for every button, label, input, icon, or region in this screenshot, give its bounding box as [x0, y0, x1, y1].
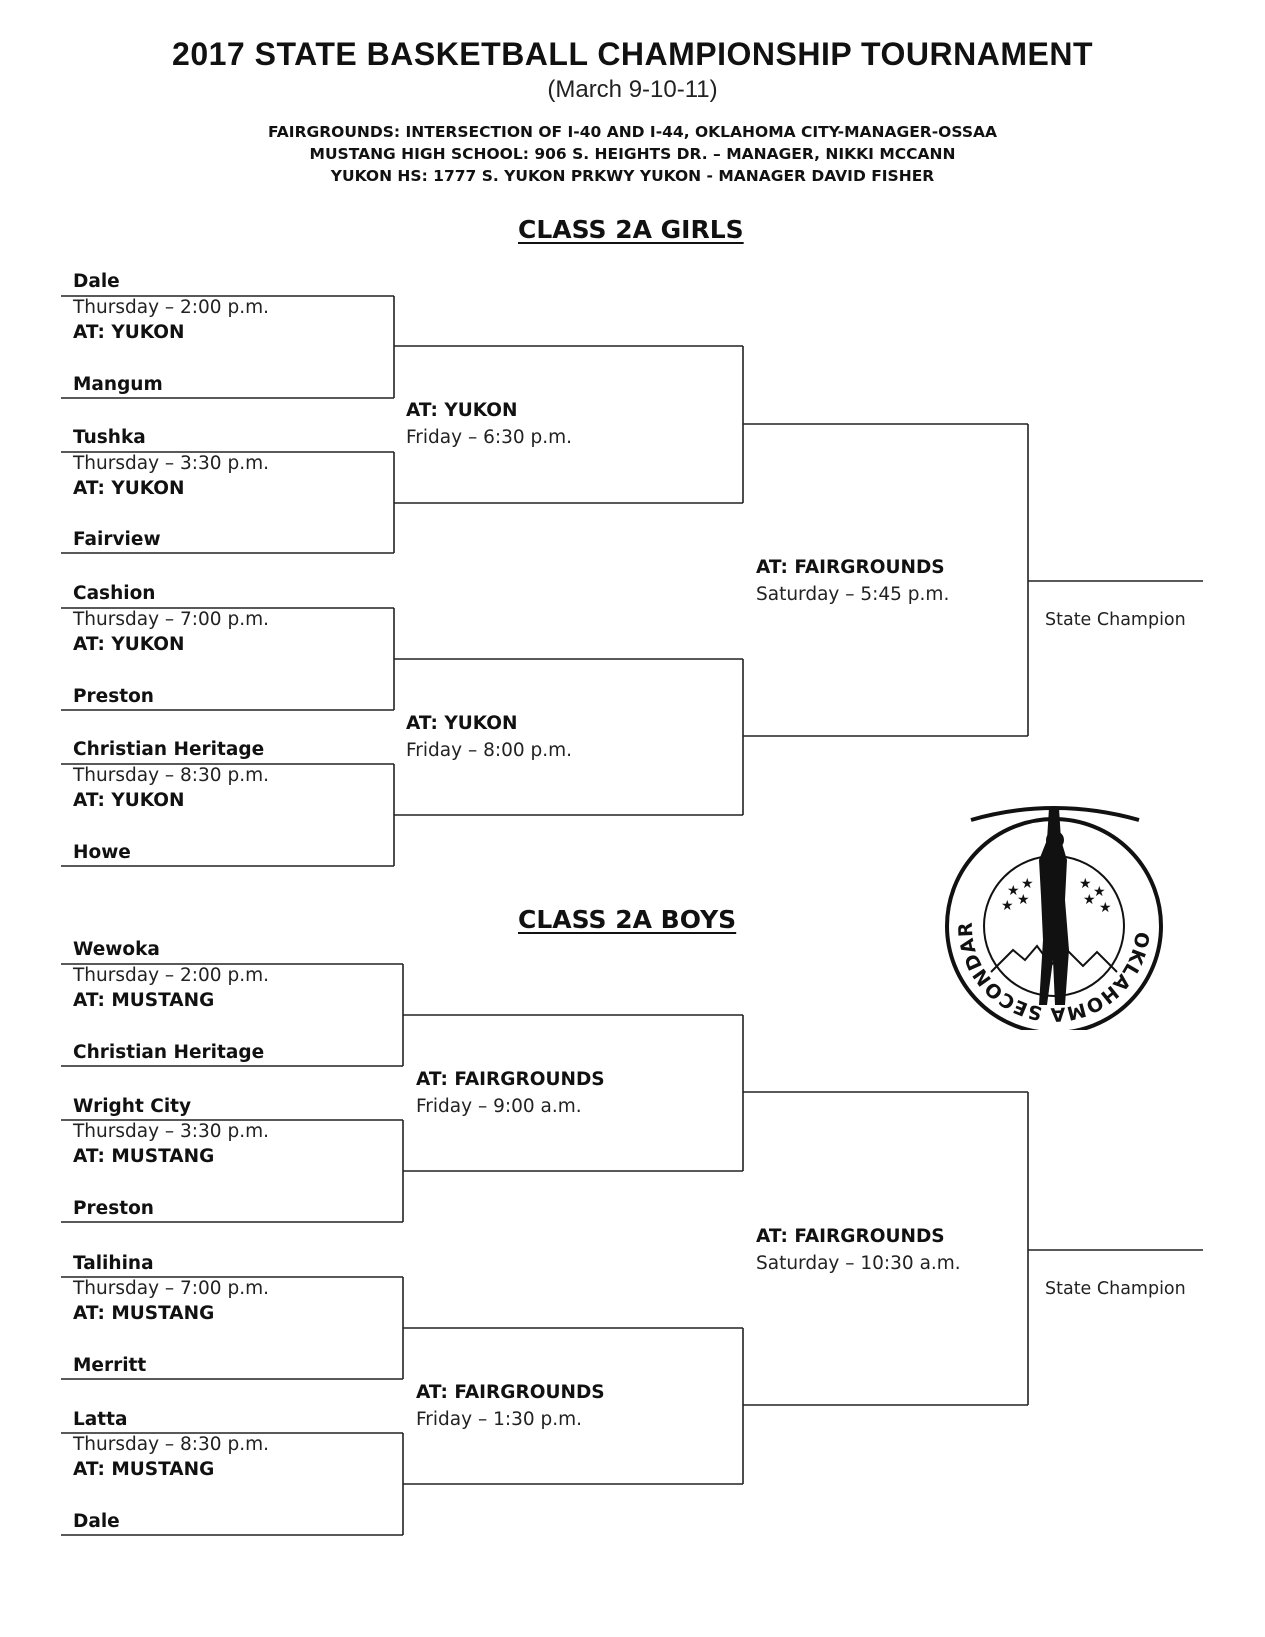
- boys-g2-time: Thursday – 3:30 p.m.: [73, 1121, 269, 1142]
- girls-g1-team-top: Dale: [73, 271, 120, 292]
- svg-text:★: ★: [1007, 883, 1020, 899]
- girls-g4-location: AT: YUKON: [73, 790, 185, 811]
- girls-g2-time: Thursday – 3:30 p.m.: [73, 453, 269, 474]
- boys-g3-team-top: Talihina: [73, 1253, 154, 1274]
- girls-g3-team-top: Cashion: [73, 583, 156, 604]
- boys-semi2-time: Friday – 1:30 p.m.: [416, 1409, 583, 1430]
- girls-g3-location: AT: YUKON: [73, 634, 185, 655]
- venue-mustang: MUSTANG HIGH SCHOOL: 906 S. HEIGHTS DR. …: [309, 145, 956, 163]
- tournament-dates: (March 9-10-11): [547, 76, 718, 103]
- ossaa-seal-icon: OKLAHOMA SECONDARY SCHOOL ACTIVITIES ASS…: [935, 783, 1165, 1035]
- girls-semi2-location: AT: YUKON: [406, 713, 518, 734]
- girls-g1-location: AT: YUKON: [73, 322, 185, 343]
- girls-semi2-time: Friday – 8:00 p.m.: [406, 740, 573, 761]
- girls-g1-team-bottom: Mangum: [73, 374, 163, 395]
- girls-g4-time: Thursday – 8:30 p.m.: [73, 765, 269, 786]
- girls-g4-team-bottom: Howe: [73, 842, 131, 863]
- boys-g4-team-top: Latta: [73, 1409, 128, 1430]
- boys-g3-time: Thursday – 7:00 p.m.: [73, 1278, 269, 1299]
- girls-state-champion: State Champion: [1045, 610, 1186, 630]
- girls-g3-time: Thursday – 7:00 p.m.: [73, 609, 269, 630]
- boys-g1-team-top: Wewoka: [73, 939, 160, 960]
- svg-text:★: ★: [1093, 884, 1106, 900]
- girls-final-location: AT: FAIRGROUNDS: [756, 557, 945, 578]
- boys-g4-location: AT: MUSTANG: [73, 1459, 215, 1480]
- boys-g2-team-bottom: Preston: [73, 1198, 154, 1219]
- svg-text:★: ★: [1099, 900, 1112, 916]
- girls-g4-team-top: Christian Heritage: [73, 739, 265, 760]
- boys-state-champion: State Champion: [1045, 1279, 1186, 1299]
- boys-g3-team-bottom: Merritt: [73, 1355, 147, 1376]
- girls-g3-team-bottom: Preston: [73, 686, 154, 707]
- boys-g1-team-bottom: Christian Heritage: [73, 1042, 265, 1063]
- girls-g2-team-top: Tushka: [73, 427, 146, 448]
- girls-final-time: Saturday – 5:45 p.m.: [756, 584, 950, 605]
- svg-text:★: ★: [1021, 876, 1034, 892]
- boys-g3-location: AT: MUSTANG: [73, 1303, 215, 1324]
- girls-heading: CLASS 2A GIRLS: [518, 215, 744, 244]
- boys-semi1-location: AT: FAIRGROUNDS: [416, 1069, 605, 1090]
- girls-g1-time: Thursday – 2:00 p.m.: [73, 297, 269, 318]
- boys-g2-team-top: Wright City: [73, 1096, 192, 1117]
- boys-g4-team-bottom: Dale: [73, 1511, 120, 1532]
- girls-semi1-time: Friday – 6:30 p.m.: [406, 427, 573, 448]
- boys-semi1-time: Friday – 9:00 a.m.: [416, 1096, 582, 1117]
- venue-yukon: YUKON HS: 1777 S. YUKON PRKWY YUKON - MA…: [330, 167, 935, 185]
- girls-g2-team-bottom: Fairview: [73, 529, 161, 550]
- boys-g4-time: Thursday – 8:30 p.m.: [73, 1434, 269, 1455]
- svg-text:★: ★: [1083, 892, 1096, 908]
- svg-text:★: ★: [1017, 892, 1030, 908]
- boys-final-time: Saturday – 10:30 a.m.: [756, 1253, 961, 1274]
- boys-g2-location: AT: MUSTANG: [73, 1146, 215, 1167]
- svg-text:★: ★: [1079, 876, 1092, 892]
- boys-final-location: AT: FAIRGROUNDS: [756, 1226, 945, 1247]
- girls-semi1-location: AT: YUKON: [406, 400, 518, 421]
- boys-g1-time: Thursday – 2:00 p.m.: [73, 965, 269, 986]
- girls-g2-location: AT: YUKON: [73, 478, 185, 499]
- boys-heading: CLASS 2A BOYS: [518, 905, 737, 934]
- boys-g1-location: AT: MUSTANG: [73, 990, 215, 1011]
- boys-semi2-location: AT: FAIRGROUNDS: [416, 1382, 605, 1403]
- svg-text:★: ★: [1001, 898, 1014, 914]
- page-title: 2017 STATE BASKETBALL CHAMPIONSHIP TOURN…: [172, 36, 1093, 72]
- venue-fairgrounds: FAIRGROUNDS: INTERSECTION OF I-40 AND I-…: [268, 123, 997, 141]
